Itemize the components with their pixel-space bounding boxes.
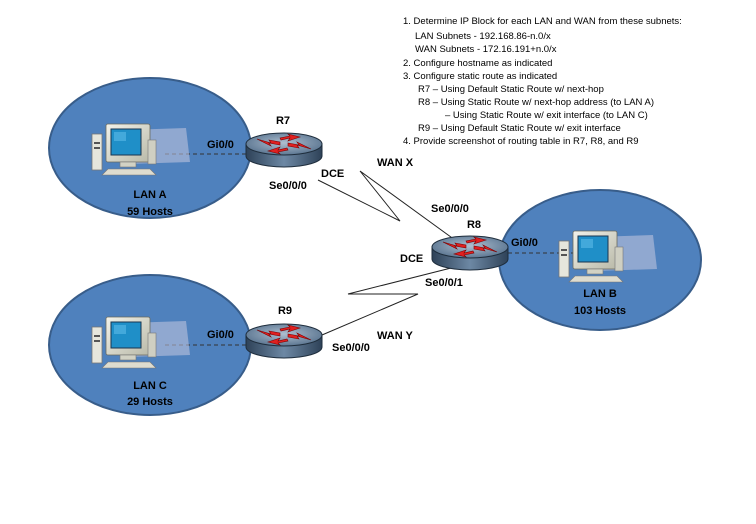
- instruction-1b: WAN Subnets - 172.16.191+n.0/x: [415, 44, 557, 55]
- r7-dce-label: DCE: [321, 168, 344, 180]
- instruction-3a: R7 – Using Default Static Route w/ next-…: [418, 84, 604, 95]
- r9-se-label: Se0/0/0: [332, 342, 370, 354]
- lan-a-name: LAN A: [133, 189, 166, 201]
- instruction-3c: – Using Static Route w/ exit interface (…: [445, 110, 648, 121]
- instruction-3: 3. Configure static route as indicated: [403, 71, 557, 82]
- instruction-3b: R8 – Using Static Route w/ next-hop addr…: [418, 97, 654, 108]
- instruction-4: 4. Provide screenshot of routing table i…: [403, 136, 639, 147]
- router-r9-name: R9: [278, 305, 292, 317]
- wan-y-link: [321, 266, 456, 336]
- router-r7-name: R7: [276, 115, 290, 127]
- router-r9-icon: [245, 323, 323, 359]
- instruction-1a: LAN Subnets - 192.168.86-n.0/x: [415, 31, 551, 42]
- wan-x-label: WAN X: [377, 157, 414, 169]
- instruction-1: 1. Determine IP Block for each LAN and W…: [403, 16, 682, 27]
- wan-y-label: WAN Y: [377, 330, 414, 342]
- r7-se-label: Se0/0/0: [269, 180, 307, 192]
- lan-b-hosts: 103 Hosts: [574, 305, 626, 317]
- lan-b-name: LAN B: [583, 288, 617, 300]
- wan-x-link: [317, 170, 456, 241]
- instruction-2: 2. Configure hostname as indicated: [403, 58, 552, 69]
- r8-se0-label: Se0/0/0: [431, 203, 469, 215]
- lan-c-name: LAN C: [133, 380, 167, 392]
- router-r7-icon: [245, 132, 323, 168]
- instruction-3d: R9 – Using Default Static Route w/ exit …: [418, 123, 621, 134]
- r9-gi-label: Gi0/0: [207, 329, 234, 341]
- r8-dce-label: DCE: [400, 253, 423, 265]
- router-r8-icon: [431, 235, 509, 271]
- lan-a-hosts: 59 Hosts: [127, 206, 173, 218]
- r8-se1-label: Se0/0/1: [425, 277, 463, 289]
- instructions-list: 1. Determine IP Block for each LAN and W…: [403, 16, 682, 147]
- r7-gi-label: Gi0/0: [207, 139, 234, 151]
- r8-gi-label: Gi0/0: [511, 237, 538, 249]
- lan-c-hosts: 29 Hosts: [127, 396, 173, 408]
- router-r8-name: R8: [467, 219, 481, 231]
